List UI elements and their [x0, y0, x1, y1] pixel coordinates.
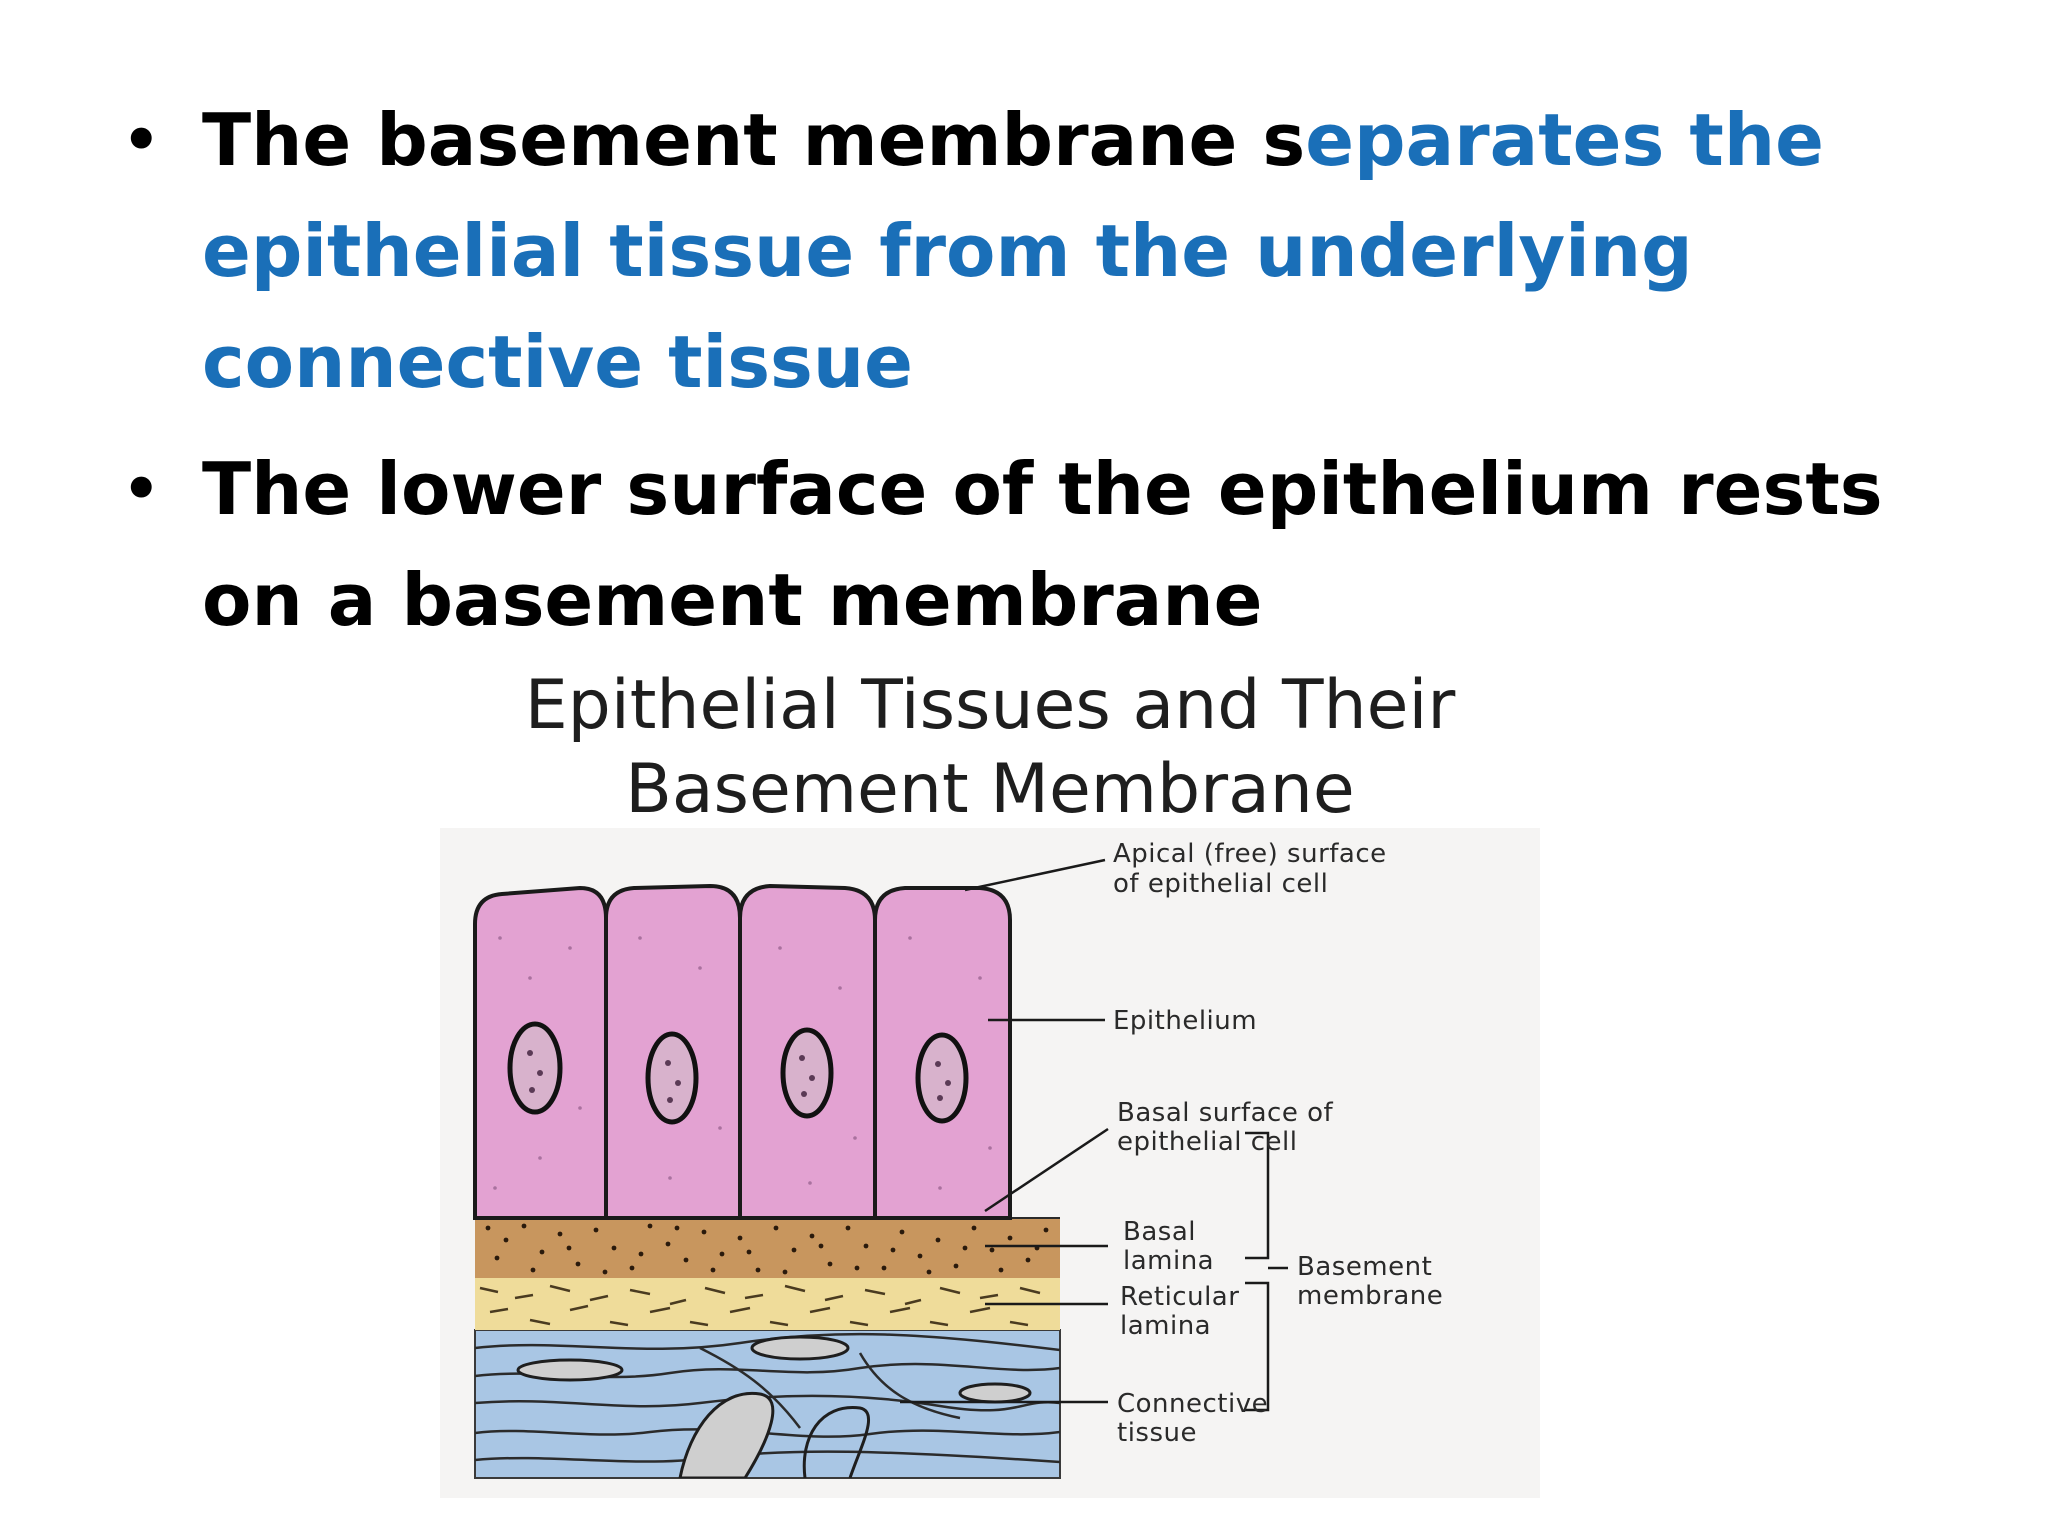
bullet-dot: • [120, 447, 163, 531]
bullet-list: • The basement membrane separates the ep… [120, 85, 2000, 672]
label-apical-line-1: Apical (free) surface [1113, 839, 1387, 869]
diagram-title-line-1: Epithelial Tissues and Their [524, 666, 1456, 745]
diagram-title-line-2: Basement Membrane [625, 750, 1355, 829]
fibroblast-nucleus [958, 1382, 1032, 1404]
label-epithelium: Epithelium [1113, 1006, 1257, 1036]
label-basal-surface-line-2: epithelial cell [1117, 1127, 1298, 1157]
tissue-diagram-svg: Apical (free) surface of epithelial cell… [473, 839, 1443, 1479]
tissue-diagram: Apical (free) surface of epithelial cell… [440, 828, 1540, 1498]
cell-nucleus [915, 1032, 969, 1124]
bullet-dot: • [120, 98, 163, 182]
cell-nucleus [507, 1021, 563, 1115]
fibroblast-nucleus [750, 1335, 850, 1361]
bullet-1-text-blue: eparates the epithelial tissue from the … [202, 98, 1824, 404]
basal-lamina-layer [475, 1217, 1060, 1278]
cell-nucleus [780, 1027, 834, 1119]
label-apical-line-2: of epithelial cell [1113, 869, 1328, 899]
cell-nucleus [645, 1031, 699, 1125]
label-basement-membrane-line-1: Basement [1297, 1252, 1432, 1282]
diagram-title: Epithelial Tissues and Their Basement Me… [440, 664, 1540, 832]
bullet-1-text-black: The basement membrane s [202, 98, 1306, 182]
leader-lines [900, 858, 1288, 1412]
capillary [678, 1391, 775, 1478]
label-basement-membrane-line-2: membrane [1297, 1281, 1443, 1311]
label-connective-tissue-line-2: tissue [1117, 1418, 1197, 1448]
label-basal-surface-line-1: Basal surface of [1117, 1098, 1333, 1128]
label-reticular-lamina-line-1: Reticular [1120, 1282, 1239, 1312]
cell-nuclei [507, 1021, 969, 1125]
bullet-item-1: • The basement membrane separates the ep… [120, 85, 2000, 418]
label-connective-tissue-line-1: Connective [1117, 1389, 1268, 1419]
reticular-lamina-layer [475, 1278, 1060, 1330]
label-basal-lamina-line-1: Basal [1123, 1217, 1196, 1247]
connective-tissue-layer [474, 1329, 1061, 1479]
label-reticular-lamina-line-2: lamina [1120, 1311, 1211, 1341]
bullet-2-text: The lower surface of the epithelium rest… [202, 447, 1883, 642]
bullet-item-2: • The lower surface of the epithelium re… [120, 434, 2000, 656]
label-basal-lamina-line-2: lamina [1123, 1246, 1214, 1276]
fibroblast-nucleus [516, 1358, 624, 1382]
